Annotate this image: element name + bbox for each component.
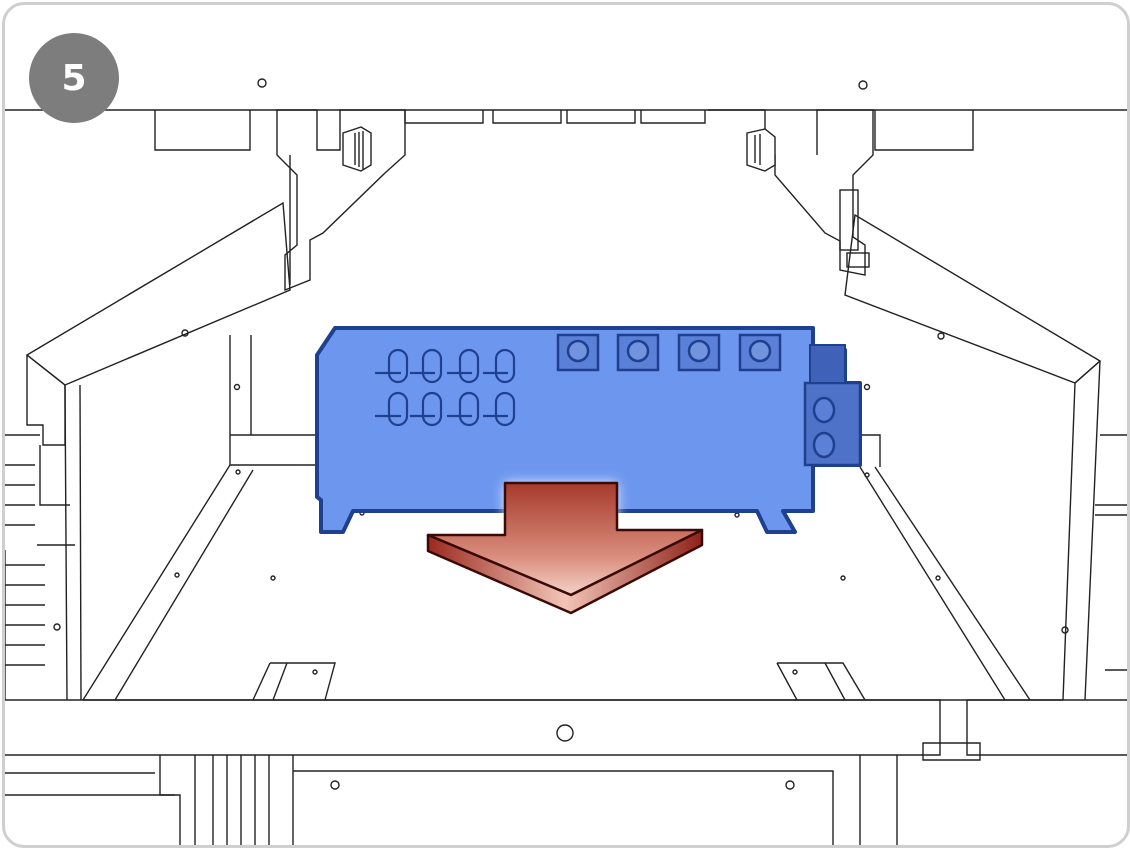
cabinet-illustration bbox=[5, 78, 1127, 845]
removal-arrow-icon bbox=[426, 481, 704, 615]
step-number-badge: 5 bbox=[29, 33, 119, 123]
step-number: 5 bbox=[61, 57, 87, 99]
module-side-cap bbox=[809, 344, 846, 384]
module-terminals bbox=[556, 333, 836, 459]
relay-module-icon[interactable] bbox=[315, 326, 862, 534]
left-vent-slats bbox=[5, 464, 45, 666]
arrow-front-face bbox=[426, 528, 704, 615]
cabinet-line-art bbox=[5, 78, 1127, 845]
module-posts bbox=[375, 348, 516, 427]
